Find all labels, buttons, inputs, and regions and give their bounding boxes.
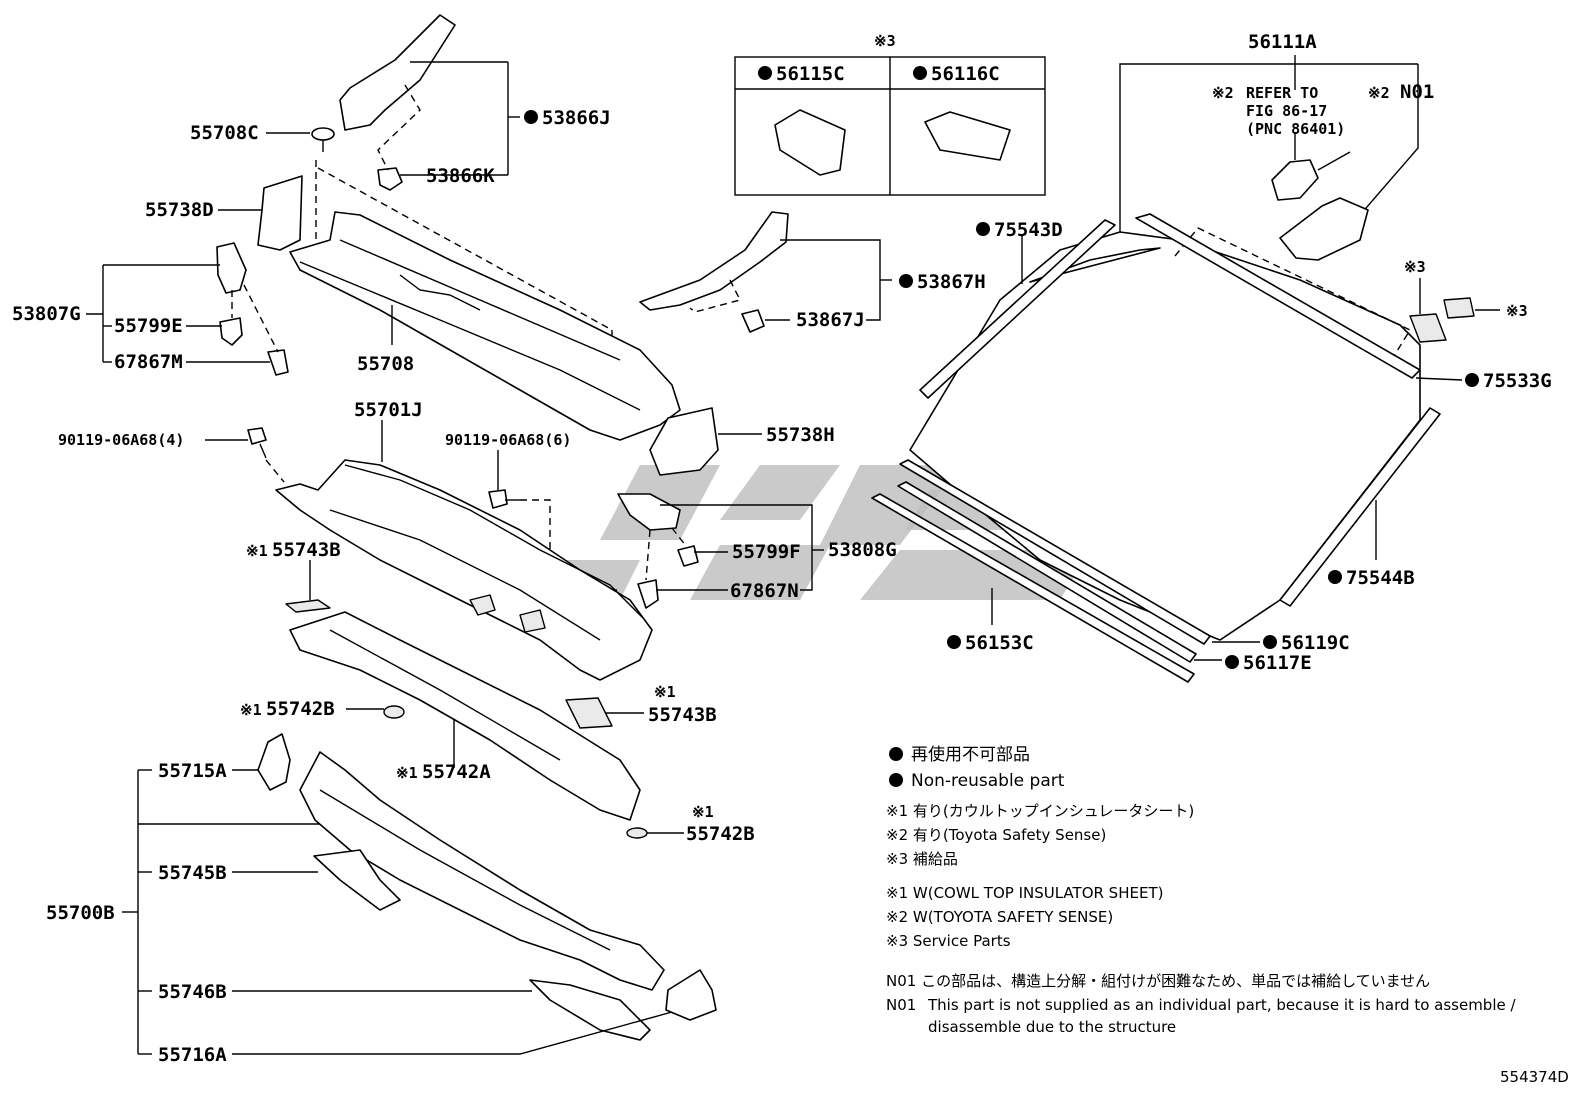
part-75543D (919, 219, 1116, 399)
label-55743B-b: 55743B (648, 704, 717, 726)
mark-box: ※3 (874, 32, 896, 50)
mark-N01: ※2 (1368, 84, 1390, 102)
label-53866K: 53866K (426, 165, 495, 187)
label-55700B: 55700B (46, 902, 115, 924)
label-55743B-a: 55743B (272, 539, 341, 561)
label-refer-line1: REFER TO (1246, 84, 1318, 102)
part-55742B-b (626, 827, 648, 839)
label-90119-4: 90119-06A68(4) (58, 431, 184, 449)
label-55708C: 55708C (190, 122, 259, 144)
part-55708 (289, 211, 681, 441)
legend-line10-tag: N01 (886, 996, 916, 1014)
label-56119C: 56119C (1281, 632, 1350, 654)
label-90119-6: 90119-06A68(6) (445, 431, 571, 449)
label-55745B: 55745B (158, 862, 227, 884)
label-56153C: 56153C (965, 632, 1034, 654)
part-90119-bolt-a (247, 427, 267, 459)
mark-55742A: ※1 (396, 764, 418, 782)
label-56117E: 56117E (1243, 652, 1312, 674)
label-N01: N01 (1400, 81, 1434, 103)
label-55742B-b: 55742B (686, 823, 755, 845)
label-refer-line3: (PNC 86401) (1246, 120, 1345, 138)
part-53867H (639, 211, 789, 333)
mark-55742B-a: ※1 (240, 701, 262, 719)
label-53808G: 53808G (828, 539, 897, 561)
part-53866J (339, 14, 456, 191)
part-55743B-a (285, 599, 331, 613)
part-75544B (1279, 407, 1441, 607)
label-55746B: 55746B (158, 981, 227, 1003)
label-55708: 55708 (357, 353, 414, 375)
bullet-53866J (524, 110, 538, 124)
legend-line5: ※3 補給品 (886, 850, 958, 868)
label-56111A: 56111A (1248, 31, 1317, 53)
mark-clip-a: ※3 (1404, 258, 1426, 276)
label-refer-line2: FIG 86-17 (1246, 102, 1327, 120)
part-55743B-b (565, 697, 613, 729)
label-55799F: 55799F (732, 541, 801, 563)
legend: 再使用不可部品 Non-reusable part ※1 有り(カウルトップイン… (886, 744, 1516, 1036)
label-53807G: 53807G (12, 303, 81, 325)
label-55738D: 55738D (145, 199, 214, 221)
label-55799E: 55799E (114, 315, 183, 337)
label-56115C: 56115C (776, 63, 845, 85)
legend-line11: disassemble due to the structure (928, 1018, 1176, 1036)
mark-55743B-a: ※1 (246, 542, 268, 560)
mark-55743B-b: ※1 (654, 683, 676, 701)
part-55701J (275, 459, 653, 681)
label-53866J: 53866J (542, 107, 611, 129)
part-55738H (649, 407, 719, 476)
part-53808G (617, 493, 699, 609)
label-67867M: 67867M (114, 351, 183, 373)
mark-refer: ※2 (1212, 84, 1234, 102)
part-56153C (871, 493, 1195, 683)
legend-line1: 再使用不可部品 (911, 744, 1030, 765)
label-55715A: 55715A (158, 760, 227, 782)
part-75533G (1135, 213, 1421, 379)
legend-line2: Non-reusable part (911, 771, 1065, 791)
part-56119C (899, 459, 1211, 645)
legend-line9: N01 この部品は、構造上分解・組付けが困難なため、単品では補給していません (886, 972, 1430, 990)
part-service-clips (1409, 297, 1475, 343)
part-53807G (216, 242, 289, 376)
part-56117E (897, 481, 1197, 663)
legend-line3: ※1 有り(カウルトップインシュレータシート) (886, 802, 1194, 820)
label-55738H: 55738H (766, 424, 835, 446)
label-56116C: 56116C (931, 63, 1000, 85)
part-55742A (289, 611, 641, 821)
label-55742B-a: 55742B (266, 698, 335, 720)
legend-line10: This part is not supplied as an individu… (927, 996, 1516, 1014)
bullet-53867H (899, 274, 913, 288)
label-53867J: 53867J (796, 309, 865, 331)
figure-id: 554374D (1500, 1068, 1569, 1086)
part-55700B (257, 733, 717, 1041)
part-90119-bolt-b (488, 489, 520, 509)
label-55716A: 55716A (158, 1044, 227, 1066)
label-75533G: 75533G (1483, 370, 1552, 392)
mark-clip-b: ※3 (1506, 302, 1528, 320)
legend-line8: ※3 Service Parts (886, 932, 1011, 950)
legend-line6: ※1 W(COWL TOP INSULATOR SHEET) (886, 884, 1163, 902)
service-parts-box: ※3 56115C 56116C (734, 32, 1046, 196)
mark-55742B-b: ※1 (692, 803, 714, 821)
label-53867H: 53867H (917, 271, 986, 293)
label-75543D: 75543D (994, 219, 1063, 241)
label-75544B: 75544B (1346, 567, 1415, 589)
part-55738D (257, 175, 303, 251)
legend-line4: ※2 有り(Toyota Safety Sense) (886, 826, 1106, 844)
label-55701J: 55701J (354, 399, 423, 421)
part-55708C (311, 127, 335, 152)
legend-line7: ※2 W(TOYOTA SAFETY SENSE) (886, 908, 1113, 926)
part-sensor-bracket (1271, 151, 1369, 261)
label-67867N: 67867N (730, 580, 799, 602)
part-55742B-a (383, 705, 405, 719)
label-55742A: 55742A (422, 761, 491, 783)
